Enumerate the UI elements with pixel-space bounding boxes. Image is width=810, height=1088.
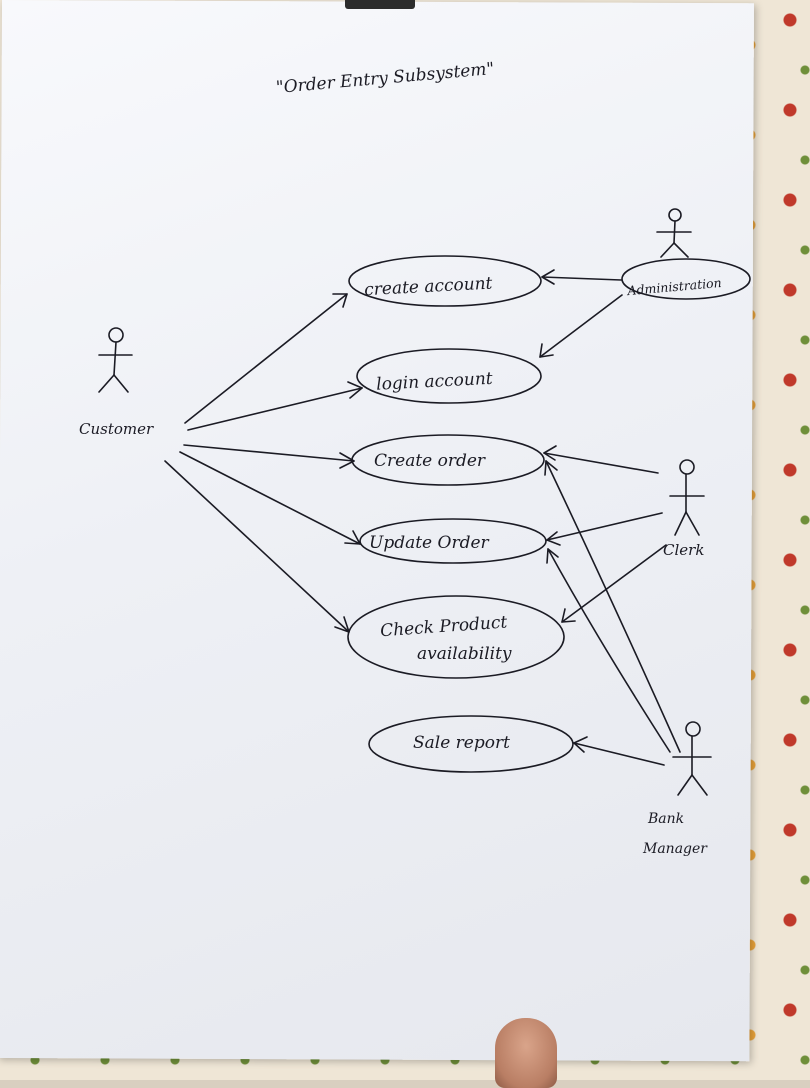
customer-associations [164, 293, 363, 633]
diagram-title: "Order Entry Subsystem" [275, 59, 495, 98]
use-case-update-order [359, 518, 547, 564]
use-case-create-order-label: Create order [374, 451, 486, 471]
use-case-check-product-availability [347, 595, 565, 679]
use-case-login-account [356, 348, 542, 404]
use-case-check-product-availability-label-line2: availability [417, 644, 512, 664]
use-case-update-order-label: Update Order [369, 533, 490, 553]
clerk-associations [543, 445, 667, 623]
bank-manager-actor-label-line1: Bank [647, 811, 684, 827]
administration-actor-label: Administration [626, 275, 722, 298]
use-case-login-account-label: login account [376, 369, 494, 395]
customer-actor-label: Customer [79, 420, 154, 438]
use-case-create-account [348, 255, 542, 307]
customer-actor-figure [98, 327, 133, 393]
administration-associations [539, 269, 623, 358]
bank-manager-associations [544, 460, 681, 766]
administration-actor-figure [656, 208, 692, 258]
use-case-sale-report-label: Sale report [413, 733, 510, 753]
use-case-check-product-availability-label-line1: Check Product [380, 612, 508, 641]
bank-manager-actor-label-line2: Manager [642, 841, 708, 857]
use-case-sale-report [368, 715, 574, 773]
clerk-actor-figure [669, 459, 705, 536]
administration-actor-ellipse [621, 258, 751, 300]
use-case-create-account-label: create account [364, 274, 493, 301]
thumb [495, 1018, 557, 1088]
binder-clip [345, 0, 415, 9]
clerk-actor-label: Clerk [663, 541, 704, 559]
bank-manager-actor-figure [672, 721, 712, 796]
